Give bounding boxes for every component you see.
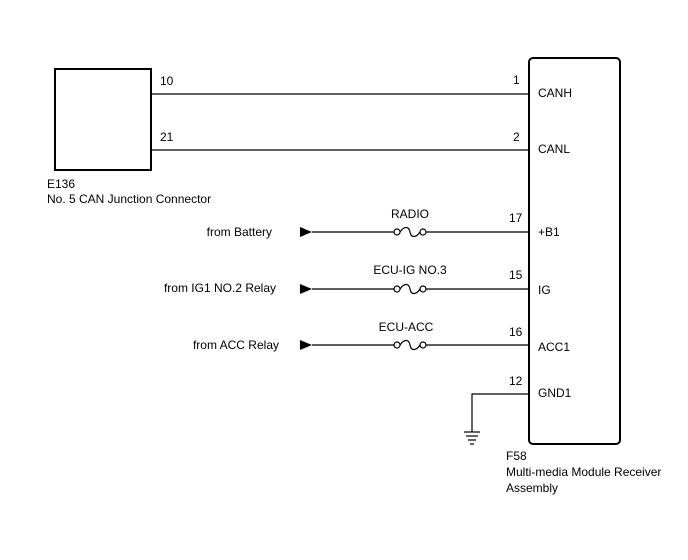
radio-fuse-label: RADIO bbox=[391, 207, 429, 221]
left-connector-code: E136 bbox=[47, 177, 75, 191]
canh-left-pin: 10 bbox=[160, 74, 174, 88]
right-component-name-line2: Assembly bbox=[506, 481, 558, 495]
ecu-ig-no3-fuse-label: ECU-IG NO.3 bbox=[373, 263, 447, 277]
battery-source-label: from Battery bbox=[207, 225, 272, 239]
can-junction-connector-box bbox=[54, 68, 152, 171]
ecu-acc-fuse-icon bbox=[393, 339, 427, 351]
ground-icon bbox=[464, 431, 480, 445]
gnd1-signal-label: GND1 bbox=[538, 386, 572, 400]
acc-relay-source-label: from ACC Relay bbox=[193, 338, 279, 352]
ground-wire bbox=[471, 393, 529, 432]
ig1-relay-source-label: from IG1 NO.2 Relay bbox=[164, 281, 276, 295]
acc1-signal-label: ACC1 bbox=[538, 340, 570, 354]
canh-right-pin: 1 bbox=[513, 73, 520, 87]
ig-pin: 15 bbox=[509, 268, 523, 282]
ig-signal-label: IG bbox=[538, 283, 551, 297]
left-connector-name: No. 5 CAN Junction Connector bbox=[47, 192, 211, 206]
b1-signal-label: +B1 bbox=[538, 225, 560, 239]
radio-fuse-icon bbox=[393, 226, 427, 238]
receiver-assembly-box bbox=[528, 57, 621, 445]
gnd1-pin: 12 bbox=[509, 374, 523, 388]
right-component-name-line1: Multi-media Module Receiver bbox=[506, 465, 661, 479]
canl-left-pin: 21 bbox=[160, 130, 174, 144]
b1-pin: 17 bbox=[509, 211, 523, 225]
acc1-pin: 16 bbox=[509, 325, 523, 339]
battery-arrow-icon bbox=[300, 227, 312, 237]
canl-right-pin: 2 bbox=[513, 130, 520, 144]
right-component-code: F58 bbox=[506, 449, 527, 463]
canl-signal-label: CANL bbox=[538, 142, 570, 156]
ecu-ig-no3-fuse-icon bbox=[393, 283, 427, 295]
ecu-acc-fuse-label: ECU-ACC bbox=[379, 320, 434, 334]
ig1-arrow-icon bbox=[300, 284, 312, 294]
canh-signal-label: CANH bbox=[538, 86, 572, 100]
acc-arrow-icon bbox=[300, 340, 312, 350]
